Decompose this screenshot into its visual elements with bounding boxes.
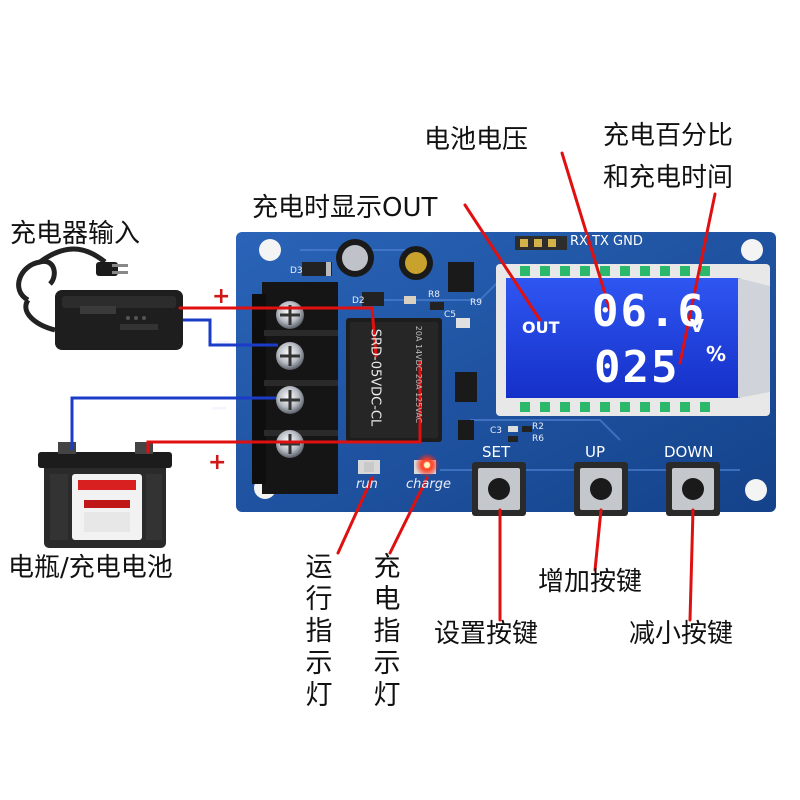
relay-rating: 20A 14VDC 20A 125VAC [414,325,424,424]
down-button-label: DOWN [664,443,714,461]
label-battery-voltage: 电池电压 [424,125,529,155]
label-down-key: 减小按键 [629,619,734,649]
lcd-voltage-unit: V [690,316,704,337]
polarity-mark-2: − [214,330,233,355]
silk-d3: D3 [290,266,303,276]
led-indicators [358,453,439,477]
relay [346,318,442,442]
label-charging-shows-out: 充电时显示OUT [252,193,438,223]
terminal-block [252,282,338,494]
tactile-buttons [472,462,720,516]
label-up-key: 增加按键 [538,567,643,597]
silk-r9: R9 [470,298,482,308]
label-charge-percent-line2: 和充电时间 [603,163,734,193]
silk-r2: R2 [532,422,544,432]
charge-led-label: charge [406,477,451,492]
lcd-module [496,264,770,416]
lcd-voltage-readout: 06.6 [592,286,706,337]
label-charge-indicator: 充电指示灯 [373,552,401,711]
silk-r8: R8 [428,290,440,300]
silk-c3: C3 [490,426,503,436]
label-charge-percent-line1: 充电百分比 [603,121,734,151]
label-run-indicator: 运行指示灯 [305,552,333,711]
lcd-percent-readout: 025 [594,342,680,393]
lcd-percent-unit: % [706,342,727,366]
set-button-label: SET [482,443,511,461]
polarity-mark-4: + [208,450,227,475]
polarity-mark-3: − [210,396,229,421]
leader-lines [146,151,717,622]
silk-d2: D2 [352,296,365,306]
silk-c5: C5 [444,310,457,320]
polarity-mark-1: + [212,284,231,309]
lcd-out-indicator: OUT [522,318,560,337]
silk-r6: R6 [532,434,544,444]
label-set-key: 设置按键 [434,619,539,649]
label-charger-input: 充电器输入 [10,219,141,249]
label-battery: 电瓶/充电电池 [8,553,173,583]
relay-label: SRD-05VDC-CL [367,328,383,427]
run-led-label: run [356,477,378,492]
blue-wires [70,318,278,450]
charger-adapter-image [16,246,183,350]
header-pin-label: RX TX GND [570,234,643,249]
battery-image [38,442,172,548]
up-button-label: UP [585,443,606,461]
